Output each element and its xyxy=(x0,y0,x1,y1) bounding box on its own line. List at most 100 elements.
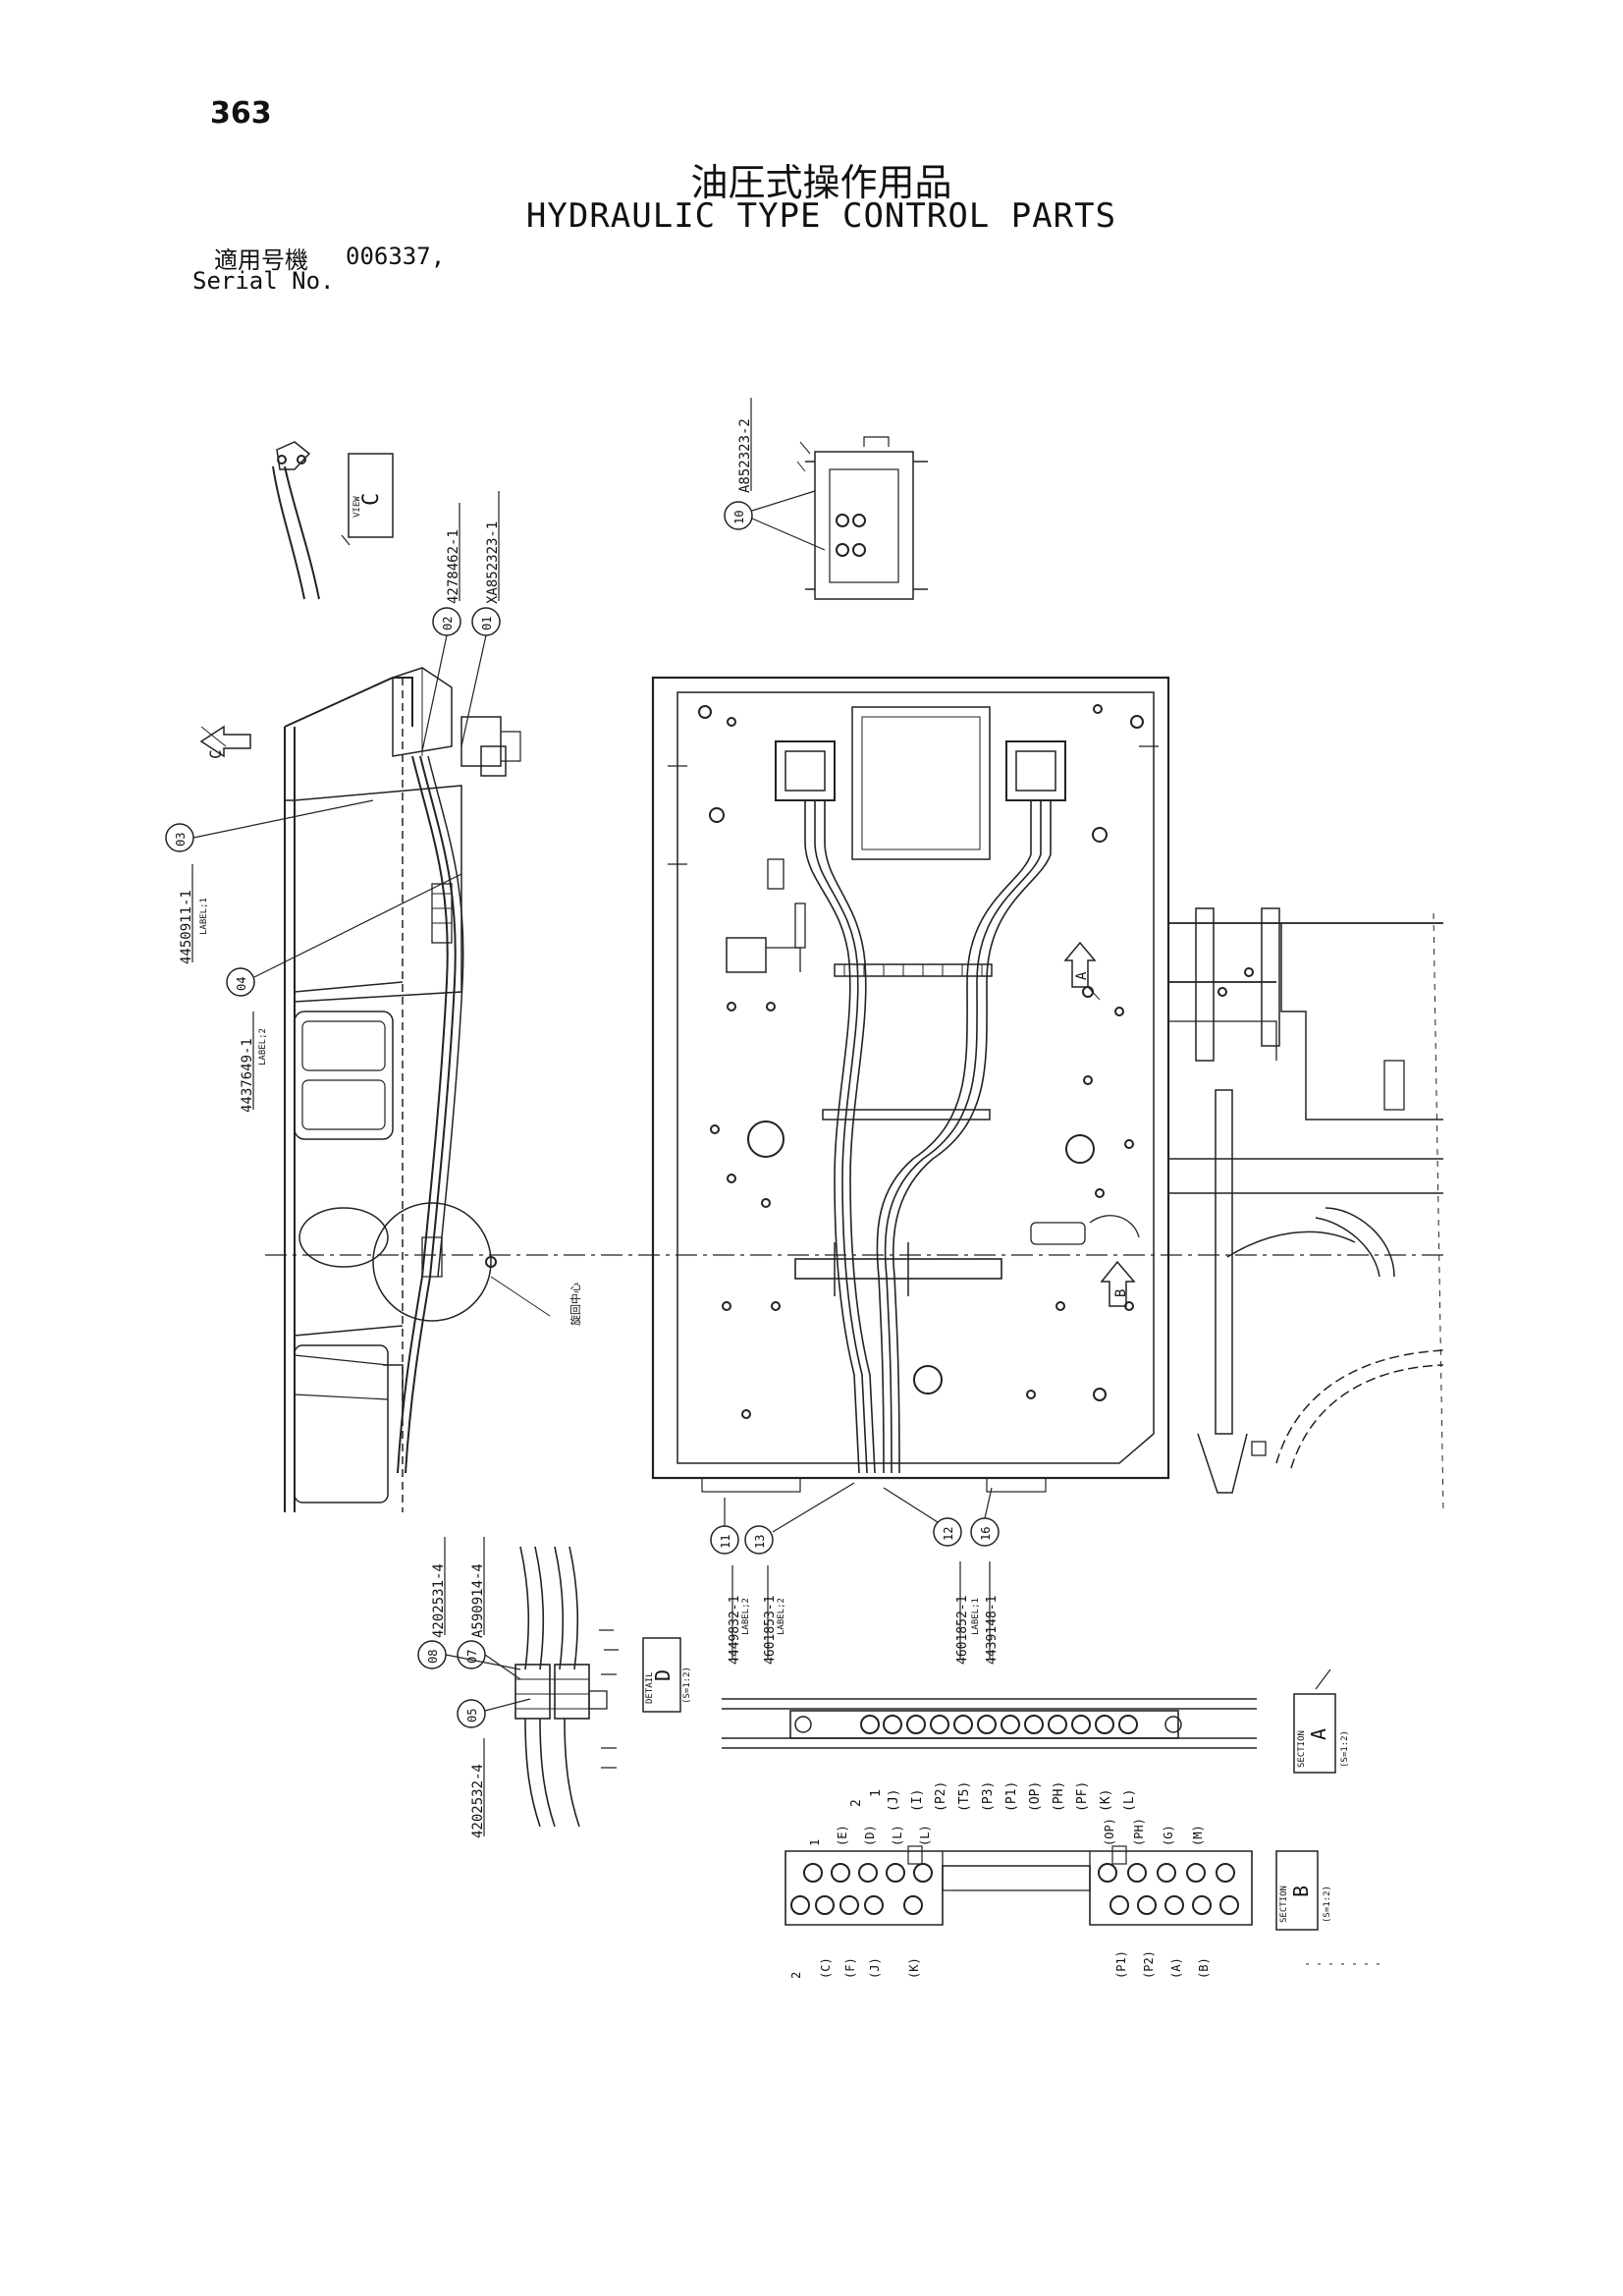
section-b-label-text: SECTION xyxy=(1279,1886,1289,1923)
callout-number: 16 xyxy=(979,1527,993,1541)
detail-d-label: DETAIL xyxy=(645,1671,655,1704)
upper-frame-right xyxy=(1168,907,1444,1513)
callout-10: 10 A852323-2 xyxy=(724,398,826,551)
callout-label-note: LABEL;2 xyxy=(741,1598,751,1635)
callout-part-number: 4437649-1 xyxy=(240,1038,255,1113)
section-a-view xyxy=(722,1668,1336,1774)
callout-part-number: 4450911-1 xyxy=(179,890,194,964)
section-a-label: (P3) xyxy=(981,1781,996,1812)
section-a-label: (OP) xyxy=(1028,1781,1043,1812)
arrow-a xyxy=(1063,941,1101,1001)
section-b-top-labels: 1 (E) (D) (L) (L) (OP) (PH) (G) (M) xyxy=(808,1818,1205,1846)
section-a-label: (P2) xyxy=(934,1781,948,1812)
callout-part-number: A852323-2 xyxy=(737,418,753,493)
section-b-letter: B xyxy=(1289,1886,1313,1897)
side-elevation-view: 旋回中心 xyxy=(265,667,1443,1512)
callout-16: 16 4439148-1 xyxy=(970,1487,1000,1665)
callout-08: 08 4202531-4 xyxy=(417,1537,521,1670)
callout-number: 04 xyxy=(235,977,248,991)
section-b-label: (J) xyxy=(868,1957,882,1979)
section-a-label: (PF) xyxy=(1075,1781,1090,1812)
callout-number: 05 xyxy=(465,1709,479,1722)
section-a-labels: 2 1 (J) (I) (P2) (T5) (P3) (P1) (OP) (PH… xyxy=(849,1781,1137,1812)
section-b-label: (M) xyxy=(1191,1825,1205,1846)
callout-12: 12 4601852-1 LABEL;1 xyxy=(883,1487,981,1665)
section-a-label-text: SECTION xyxy=(1297,1730,1307,1768)
section-b-label: (PH) xyxy=(1132,1818,1146,1846)
section-b-label: (F) xyxy=(843,1957,857,1979)
section-b-label: (P2) xyxy=(1142,1950,1156,1979)
arrow-c-letter: C xyxy=(206,749,225,759)
section-b-label: 1 xyxy=(808,1839,822,1846)
callout-13: 13 4601853-1 LABEL;2 xyxy=(744,1482,855,1665)
callout-part-number: 4601853-1 xyxy=(763,1596,778,1665)
arrow-b-letter: B xyxy=(1113,1289,1129,1297)
arrow-c xyxy=(199,725,251,758)
callout-05: 05 4202532-4 xyxy=(457,1698,531,1838)
view-c-letter: C xyxy=(359,493,384,506)
section-b-label: (D) xyxy=(863,1825,877,1846)
section-a-scale: (S=1:2) xyxy=(1340,1730,1350,1768)
section-b-label: (C) xyxy=(819,1957,833,1979)
view-c-detail xyxy=(272,441,394,600)
section-a-label: (K) xyxy=(1099,1789,1113,1812)
callout-label-note: LABEL;1 xyxy=(971,1598,981,1635)
serial-label: Serial No. xyxy=(192,267,335,295)
callout-11: 11 4449832-1 LABEL;2 xyxy=(710,1498,751,1665)
detail-d-letter: D xyxy=(651,1669,675,1681)
section-b-scale: (S=1:2) xyxy=(1323,1886,1332,1923)
callout-number: 11 xyxy=(719,1535,732,1549)
section-b-label: (L) xyxy=(918,1825,932,1846)
callout-part-number: XA852323-1 xyxy=(485,521,501,604)
serial-number-value: 006337, xyxy=(346,243,446,270)
callout-07: 07 A590914-4 xyxy=(457,1537,521,1680)
section-b-label: (A) xyxy=(1169,1957,1183,1979)
callout-02: 02 4278462-1 xyxy=(421,503,461,752)
section-b-label: 2 xyxy=(789,1972,803,1979)
callout-part-number: 4439148-1 xyxy=(985,1596,1000,1665)
serial-label-japanese: 適用号機 xyxy=(214,246,308,274)
callout-label-note: LABEL;2 xyxy=(777,1598,786,1635)
section-b-label: (P1) xyxy=(1114,1950,1128,1979)
section-b-label: (B) xyxy=(1197,1957,1211,1979)
rotation-center-label: 旋回中心 xyxy=(568,1283,582,1326)
section-a-label: (P1) xyxy=(1004,1781,1019,1812)
detail-d-view xyxy=(514,1546,681,1828)
page-title-japanese: 油圧式操作用品 xyxy=(690,161,952,204)
page-title: HYDRAULIC TYPE CONTROL PARTS xyxy=(525,196,1117,236)
callout-number: 08 xyxy=(426,1650,440,1664)
section-b-label: (G) xyxy=(1162,1825,1175,1846)
view-c-label: VIEW xyxy=(352,496,362,518)
callout-part-number: 4202531-4 xyxy=(431,1563,447,1638)
callout-part-number: 4202532-4 xyxy=(470,1764,486,1838)
detail-d-scale: (S=1:2) xyxy=(682,1667,692,1704)
callout-part-number: 4278462-1 xyxy=(446,529,461,604)
section-b-ports xyxy=(790,1863,1239,1915)
callout-04: 04 4437649-1 LABEL;2 xyxy=(226,873,462,1113)
arrow-b xyxy=(1100,1260,1136,1307)
callout-part-number: A590914-4 xyxy=(470,1563,486,1638)
valve-top-detail xyxy=(796,436,928,600)
section-a-label: (PH) xyxy=(1052,1781,1066,1812)
section-a-letter: A xyxy=(1307,1728,1330,1740)
section-a-label: 2 xyxy=(849,1799,864,1807)
section-b-view xyxy=(784,1845,1319,1931)
section-b-label: (L) xyxy=(891,1825,904,1846)
callout-number: 10 xyxy=(732,511,746,524)
arrow-a-letter: A xyxy=(1074,971,1090,980)
section-b-label: (K) xyxy=(907,1957,921,1979)
callout-number: 12 xyxy=(942,1527,955,1541)
callout-number: 01 xyxy=(480,617,494,630)
floor-plate-plan-view xyxy=(651,676,1170,1493)
callout-part-number: 4601852-1 xyxy=(955,1596,970,1665)
section-a-ports xyxy=(860,1715,1138,1734)
section-a-label: (L) xyxy=(1122,1789,1137,1812)
callout-number: 07 xyxy=(465,1650,479,1664)
section-a-label: (T5) xyxy=(957,1781,972,1812)
callout-number: 13 xyxy=(753,1535,767,1549)
callout-label-note: LABEL;1 xyxy=(199,898,209,935)
section-a-label: (I) xyxy=(910,1789,925,1812)
callout-03: 03 4450911-1 LABEL;1 xyxy=(165,799,374,964)
section-b-bottom-labels: 2 (C) (F) (J) (K) (P1) (P2) (A) (B) xyxy=(789,1950,1211,1979)
